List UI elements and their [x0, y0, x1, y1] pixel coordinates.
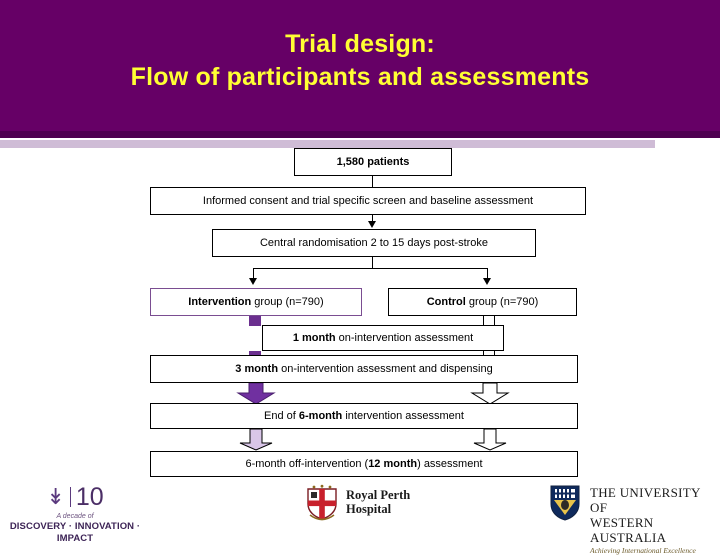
decade-subtitle: A decade of: [56, 513, 94, 520]
flow-box-month6: End of 6-month intervention assessment: [150, 403, 578, 429]
decade-logo-row: ↡ 10: [0, 482, 150, 512]
flow-box-month1-label-bold: 1 month: [292, 331, 336, 344]
header-light-rule: [0, 140, 655, 148]
flow-box-control-label-rest: group (n=790): [465, 295, 539, 308]
block-arrow-lightpurple-month6-to-month12: [238, 428, 274, 451]
flow-box-intervention: Intervention group (n=790): [150, 288, 362, 316]
flow-box-month6-label-rest: intervention assessment: [342, 409, 464, 422]
rph-shield-icon: [305, 483, 339, 521]
flow-box-month6-label-bold: 6-month: [298, 409, 343, 422]
arrowhead-split-right: [483, 278, 491, 285]
uwa-logo: THE UNIVERSITY OF WESTERN AUSTRALIA Achi…: [548, 482, 720, 556]
connector-patients-to-consent: [372, 176, 373, 188]
decade-logo: ↡ 10 A decade of DISCOVERY · INNOVATION …: [0, 482, 150, 545]
block-arrow-hollow-month6-to-month12: [472, 428, 508, 451]
uwa-crest-icon: [548, 482, 582, 521]
uwa-wordmark: THE UNIVERSITY OF WESTERN AUSTRALIA Achi…: [590, 482, 720, 556]
flow-box-patients-label: 1,580 patients: [336, 155, 410, 168]
page-title: Trial design: Flow of participants and a…: [0, 28, 720, 94]
arrowhead-consent-to-randomisation: [368, 221, 376, 228]
connector-chip-intervention-to-month1: [249, 316, 261, 326]
arrowhead-split-left: [249, 278, 257, 285]
flow-box-month12-label-pre: 6-month off-intervention (: [245, 457, 369, 470]
flow-box-consent: Informed consent and trial specific scre…: [150, 187, 586, 215]
flow-box-month6-label: End of 6-month intervention assessment: [264, 409, 464, 422]
page-title-line-1: Trial design:: [285, 30, 435, 58]
flow-box-month1-label: 1 month on-intervention assessment: [292, 331, 474, 344]
uwa-line-1: THE UNIVERSITY OF: [590, 485, 701, 515]
page-title-line-2: Flow of participants and assessments: [130, 63, 590, 91]
uwa-line-2: WESTERN AUSTRALIA: [590, 515, 667, 545]
connector-randomisation-stem: [372, 257, 373, 269]
flow-box-month12-label-bold: 12 month: [368, 457, 418, 470]
uwa-tagline: Achieving International Excellence: [590, 546, 696, 555]
flow-box-intervention-label: Intervention group (n=790): [188, 295, 324, 308]
header-dark-rule: [0, 131, 720, 138]
connector-split-left: [253, 268, 254, 282]
flow-box-month12: 6-month off-intervention (12 month) asse…: [150, 451, 578, 477]
connector-randomisation-split: [253, 268, 488, 269]
decade-chevron-icon: ↡: [46, 484, 65, 509]
flow-box-patients: 1,580 patients: [294, 148, 452, 176]
rph-wordmark: Royal Perth Hospital: [346, 488, 410, 516]
rph-line-1: Royal Perth: [346, 488, 411, 502]
rph-line-2: Hospital: [346, 502, 392, 516]
flow-box-intervention-label-bold: Intervention: [188, 295, 252, 308]
decade-number: 10: [75, 482, 104, 511]
flow-box-control-label-bold: Control: [426, 295, 466, 308]
decade-divider: [69, 487, 71, 507]
flow-box-control: Control group (n=790): [388, 288, 577, 316]
decade-tagline: DISCOVERY · INNOVATION · IMPACT: [9, 521, 141, 544]
flow-box-intervention-label-rest: group (n=790): [251, 295, 324, 308]
connector-split-right: [487, 268, 488, 282]
flow-box-randomisation-label: Central randomisation 2 to 15 days post-…: [259, 236, 489, 249]
flow-box-month3-label: 3 month on-intervention assessment and d…: [235, 362, 493, 375]
flow-box-month12-label: 6-month off-intervention (12 month) asse…: [245, 457, 483, 470]
flow-box-randomisation: Central randomisation 2 to 15 days post-…: [212, 229, 536, 257]
flow-box-month3: 3 month on-intervention assessment and d…: [150, 355, 578, 383]
connector-consent-to-randomisation: [372, 215, 373, 225]
slide-header-banner: Trial design: Flow of participants and a…: [0, 0, 720, 131]
royal-perth-hospital-logo: Royal Perth Hospital: [305, 483, 410, 521]
flow-box-month12-label-rest: ) assessment: [417, 457, 483, 470]
flow-box-month1: 1 month on-intervention assessment: [262, 325, 504, 351]
block-arrow-hollow-month3-to-month6: [470, 382, 510, 405]
block-arrow-purple-month3-to-month6: [236, 382, 276, 405]
flow-box-month3-label-bold: 3 month: [235, 362, 279, 375]
connector-hollow-control-to-month3: [483, 316, 495, 326]
flow-box-month3-label-rest: on-intervention assessment and dispensin…: [278, 362, 493, 375]
flow-box-month6-label-pre: End of: [264, 409, 299, 422]
footer-logo-strip: ↡ 10 A decade of DISCOVERY · INNOVATION …: [0, 480, 720, 555]
flow-box-control-label: Control group (n=790): [426, 295, 539, 308]
flow-box-consent-label: Informed consent and trial specific scre…: [202, 194, 534, 207]
flow-box-month1-label-rest: on-intervention assessment: [335, 331, 474, 344]
